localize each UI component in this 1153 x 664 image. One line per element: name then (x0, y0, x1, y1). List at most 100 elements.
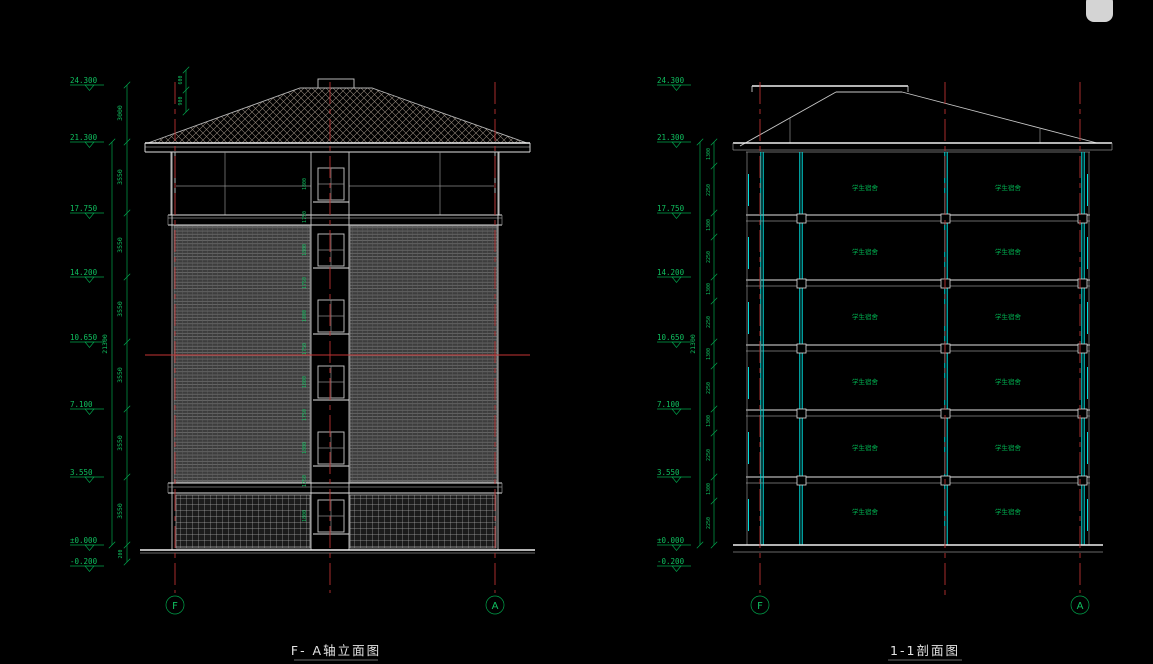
axis-bubble-f: F (750, 595, 770, 615)
dim-value: 1300 (706, 483, 712, 495)
dim-value: 2250 (706, 316, 712, 328)
stair-window (312, 167, 350, 203)
svg-text:学生宿舍: 学生宿舍 (852, 377, 879, 386)
stair-window (312, 299, 350, 335)
dim-value: 3550 (116, 503, 124, 519)
dimension-chain: 1300 2250 1300 2250 1300 2250 1300 2250 … (706, 138, 718, 549)
roof-slope-right (901, 91, 1098, 144)
axis-bubble-a: A (1070, 595, 1090, 615)
axis-bubble-label: A (492, 601, 499, 612)
drawing-title-left: F- A轴立面图 (291, 643, 381, 658)
dim-value: 21300 (689, 334, 697, 354)
stair-window (312, 365, 350, 401)
level-value: -0.200 (70, 557, 98, 566)
svg-text:学生宿舍: 学生宿舍 (995, 507, 1022, 516)
ridge-cap (317, 78, 355, 89)
overall-dimension: 21300 (101, 138, 116, 549)
axis-grid: F A (165, 82, 505, 615)
dim-value: 1300 (706, 148, 712, 160)
dim-value: 2250 (706, 251, 712, 263)
svg-text:1750: 1750 (302, 277, 308, 289)
stair-window (312, 431, 350, 467)
stair-window (312, 233, 350, 269)
svg-text:学生宿舍: 学生宿舍 (852, 507, 879, 516)
level-value: 17.750 (657, 204, 685, 213)
svg-text:1800: 1800 (302, 310, 308, 322)
svg-text:1800: 1800 (302, 178, 308, 190)
dim-value: 3550 (116, 169, 124, 185)
level-value: 10.650 (657, 333, 685, 342)
elevation-drawing: 24.300 21.300 17.750 14.200 10.650 7.100… (69, 66, 535, 661)
svg-text:1800: 1800 (302, 376, 308, 388)
dim-value: 3550 (116, 237, 124, 253)
dim-value: 2250 (706, 449, 712, 461)
svg-text:1800: 1800 (302, 442, 308, 454)
section-building: 学生宿舍学生宿舍 学生宿舍学生宿舍 学生宿舍学生宿舍 学生宿舍学生宿舍 学生宿舍… (732, 85, 1113, 553)
svg-text:1750: 1750 (302, 211, 308, 223)
axis-bubble-label: F (172, 601, 178, 612)
lattice-panel-right (349, 494, 497, 549)
level-value: -0.200 (657, 557, 685, 566)
section-drawing: 24.300 21.300 17.750 14.200 10.650 7.100… (656, 76, 1113, 661)
svg-text:1750: 1750 (302, 343, 308, 355)
roof-slope-left (739, 91, 837, 147)
level-value: 21.300 (657, 133, 685, 142)
axis-bubble-f: F (165, 595, 185, 615)
dim-value: 1300 (706, 219, 712, 231)
dim-value: 1300 (706, 415, 712, 427)
dim-value: 200 (118, 549, 124, 558)
elevation-level-markers: 24.300 21.300 17.750 14.200 10.650 7.100… (69, 76, 105, 572)
svg-text:学生宿舍: 学生宿舍 (995, 443, 1022, 452)
dim-value: 2250 (706, 517, 712, 529)
svg-text:学生宿舍: 学生宿舍 (995, 247, 1022, 256)
svg-text:学生宿舍: 学生宿舍 (852, 312, 879, 321)
room-labels: 学生宿舍学生宿舍 学生宿舍学生宿舍 学生宿舍学生宿舍 学生宿舍学生宿舍 学生宿舍… (852, 183, 1022, 516)
axis-grid: F A (750, 82, 1090, 615)
axis-bubble-a: A (485, 595, 505, 615)
svg-text:学生宿舍: 学生宿舍 (995, 183, 1022, 192)
dim-value: 3550 (116, 367, 124, 383)
axis-bubble-label: F (757, 601, 763, 612)
level-value: 3.550 (70, 468, 93, 477)
level-value: 17.750 (70, 204, 98, 213)
svg-text:学生宿舍: 学生宿舍 (852, 443, 879, 452)
stair-window-dims: 1800 1800 1800 1800 1800 1800 1750 1750 … (302, 178, 308, 522)
level-value: 24.300 (657, 76, 685, 85)
stair-window (312, 499, 350, 535)
svg-text:1750: 1750 (302, 409, 308, 421)
floating-app-icon[interactable] (1086, 0, 1113, 22)
wall-hatch-left (173, 225, 311, 483)
dim-value: 900 (178, 96, 184, 105)
level-value: ±0.000 (70, 536, 98, 545)
column (760, 151, 764, 546)
svg-text:学生宿舍: 学生宿舍 (995, 312, 1022, 321)
level-value: 14.200 (70, 268, 98, 277)
axis-bubble-label: A (1077, 601, 1084, 612)
level-value: 7.100 (70, 400, 93, 409)
roof-detail-dims: 600 900 (178, 66, 190, 116)
dim-value: 2250 (706, 382, 712, 394)
level-value: 24.300 (70, 76, 98, 85)
dim-value: 3000 (116, 105, 124, 121)
overall-dimension: 21300 (689, 138, 704, 549)
lattice-panel-left (175, 494, 311, 549)
svg-text:学生宿舍: 学生宿舍 (852, 247, 879, 256)
roof (147, 87, 528, 144)
level-value: 3.550 (657, 468, 680, 477)
dim-value: 2250 (706, 184, 712, 196)
drawing-title-right: 1-1剖面图 (890, 643, 960, 658)
level-value: ±0.000 (657, 536, 685, 545)
svg-text:1750: 1750 (302, 475, 308, 487)
dim-value: 1300 (706, 283, 712, 295)
svg-text:学生宿舍: 学生宿舍 (852, 183, 879, 192)
svg-text:1800: 1800 (302, 510, 308, 522)
level-value: 7.100 (657, 400, 680, 409)
dim-value: 1300 (706, 348, 712, 360)
dimension-chain: 3000 3550 3550 3550 3550 3550 3550 200 (116, 81, 131, 566)
wall-hatch-right (349, 225, 498, 483)
svg-text:1800: 1800 (302, 244, 308, 256)
dim-value: 600 (178, 75, 184, 84)
elevation-building: 1800 1800 1800 1800 1800 1800 1750 1750 … (140, 78, 535, 554)
